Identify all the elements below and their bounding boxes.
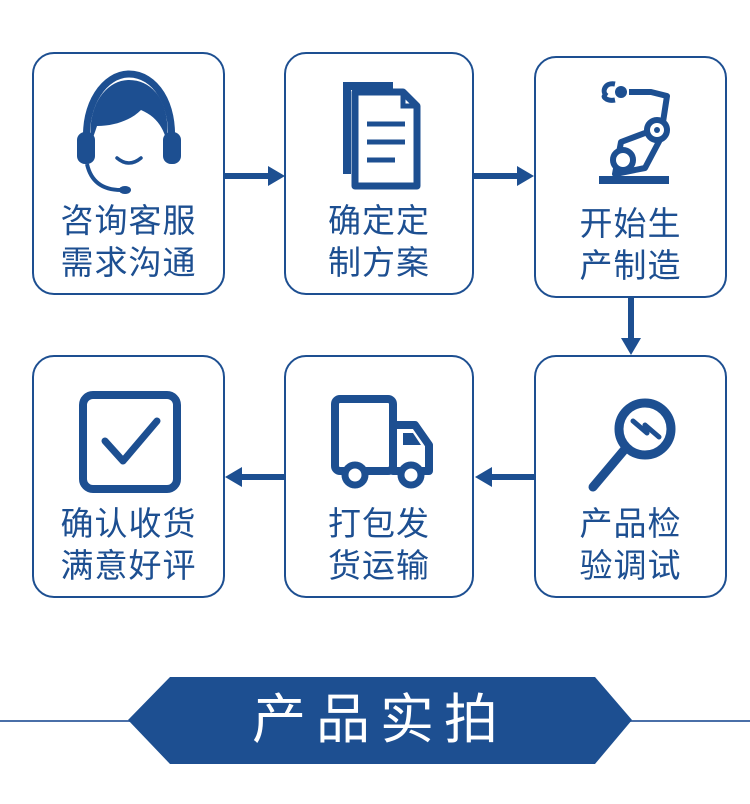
customer-service-headset-icon	[34, 68, 223, 198]
step-label-line1: 开始生	[579, 204, 682, 243]
magnifier-icon	[536, 379, 725, 509]
step-label: 产品检 验调试	[536, 503, 725, 587]
step-label: 打包发 货运输	[286, 503, 472, 587]
robot-arm-icon	[536, 72, 725, 202]
step-card-consult: 咨询客服 需求沟通	[32, 52, 225, 295]
step-label-line2: 验调试	[579, 546, 682, 585]
step-label: 开始生 产制造	[536, 203, 725, 287]
arrow-5-to-6-head	[225, 467, 242, 487]
step-card-inspect: 产品检 验调试	[534, 355, 727, 598]
step-label-line1: 打包发	[328, 504, 430, 543]
banner-line-right	[630, 720, 750, 722]
step-label-line2: 制方案	[328, 243, 430, 282]
banner-title: 产品实拍	[252, 688, 508, 751]
arrow-3-to-4-head	[621, 338, 641, 355]
step-label: 咨询客服 需求沟通	[34, 200, 223, 284]
document-icon	[286, 68, 472, 198]
step-label-line2: 满意好评	[60, 546, 197, 585]
step-label-line1: 产品检	[579, 504, 682, 543]
step-card-ship: 打包发 货运输	[284, 355, 474, 598]
arrow-4-to-5-head	[475, 467, 492, 487]
step-label: 确认收货 满意好评	[34, 503, 223, 587]
step-label-line1: 确定定	[328, 201, 430, 240]
banner-line-left	[0, 720, 130, 722]
step-label: 确定定 制方案	[286, 200, 472, 284]
arrow-2-to-3-head	[517, 166, 534, 186]
arrow-1-to-2-head	[268, 166, 285, 186]
checkbox-icon	[34, 381, 223, 511]
step-card-confirm: 确认收货 满意好评	[32, 355, 225, 598]
step-card-manufacture: 开始生 产制造	[534, 56, 727, 298]
step-card-plan: 确定定 制方案	[284, 52, 474, 295]
delivery-truck-icon	[286, 379, 472, 509]
step-label-line2: 产制造	[579, 246, 682, 285]
step-label-line1: 确认收货	[60, 504, 197, 543]
step-label-line1: 咨询客服	[60, 201, 197, 240]
step-label-line2: 需求沟通	[60, 243, 197, 282]
step-label-line2: 货运输	[328, 546, 430, 585]
